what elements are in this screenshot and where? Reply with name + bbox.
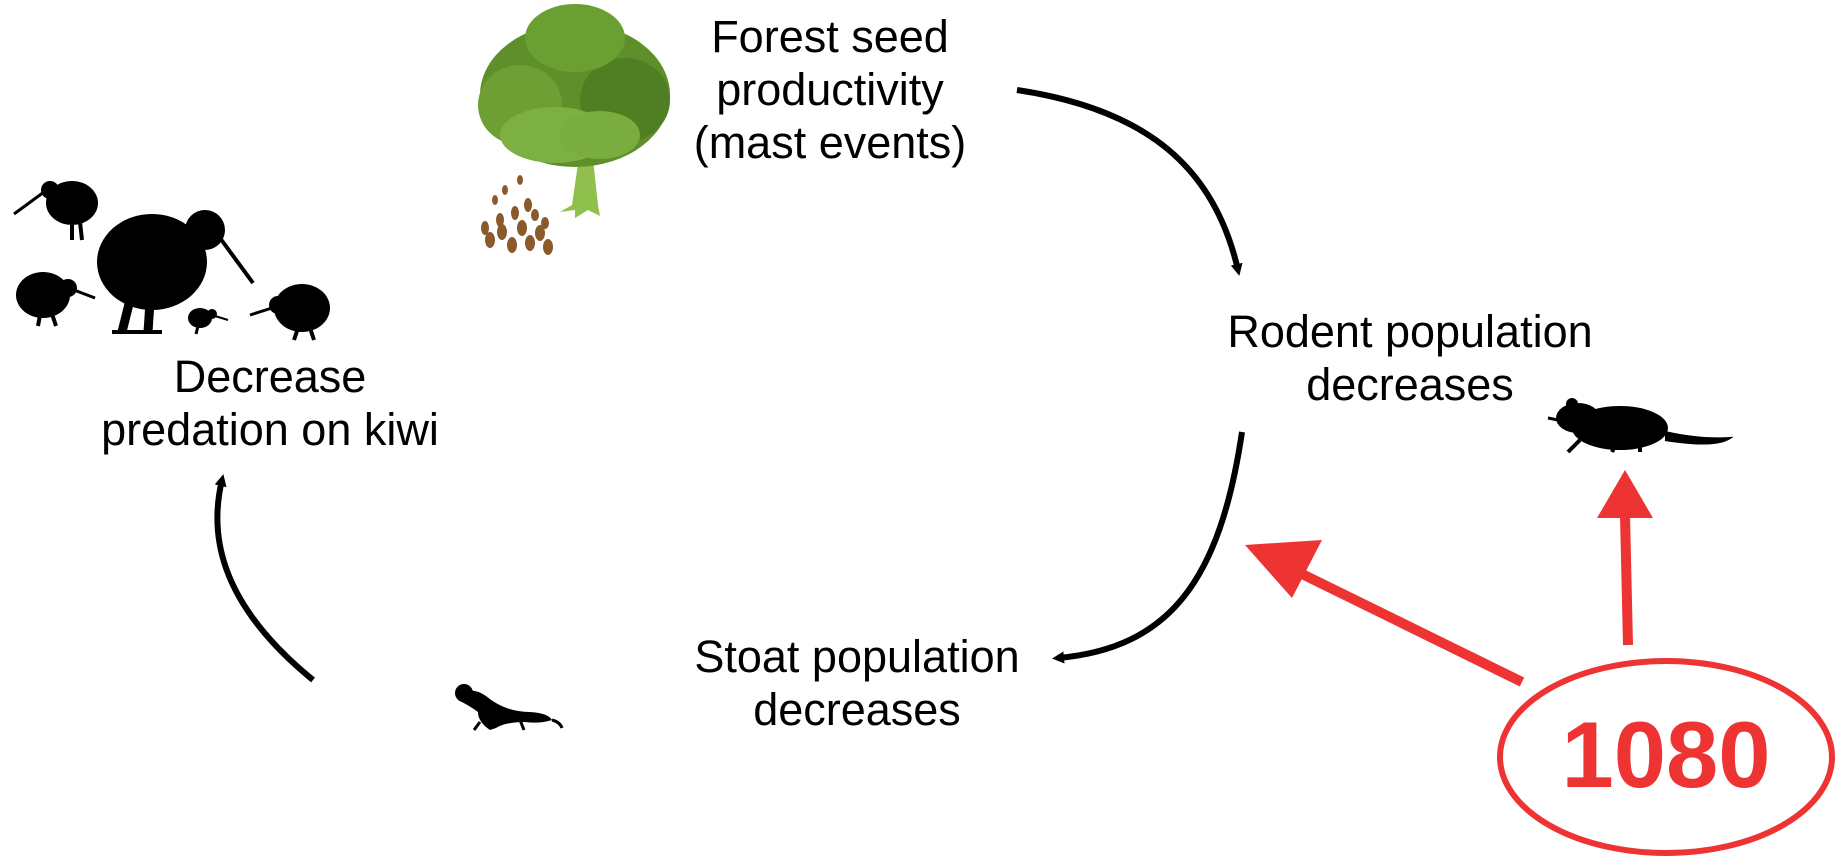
forest-seed-label: Forest seed productivity (mast events) — [693, 11, 967, 168]
rat-icon — [1547, 398, 1734, 454]
toxin-badge-ellipse — [1497, 658, 1835, 856]
rodent-label: Rodent population decreases — [1227, 306, 1593, 410]
seeds-icon — [481, 175, 553, 255]
toxin-badge-label: 1080 — [1561, 702, 1771, 807]
tree-icon — [478, 4, 670, 218]
stoat-icon — [455, 684, 564, 731]
arrow-rodent-to-stoat — [1052, 431, 1245, 664]
kiwi-family-icon — [13, 181, 330, 341]
arrow-forest-to-rodent — [1016, 87, 1243, 276]
cycle-arrows — [214, 87, 1245, 683]
toxin-arrows — [1245, 470, 1653, 687]
arrow-stoat-to-kiwi — [214, 474, 315, 683]
stoat-label: Stoat population decreases — [694, 631, 1020, 735]
kiwi-label: Decrease predation on kiwi — [101, 351, 439, 455]
